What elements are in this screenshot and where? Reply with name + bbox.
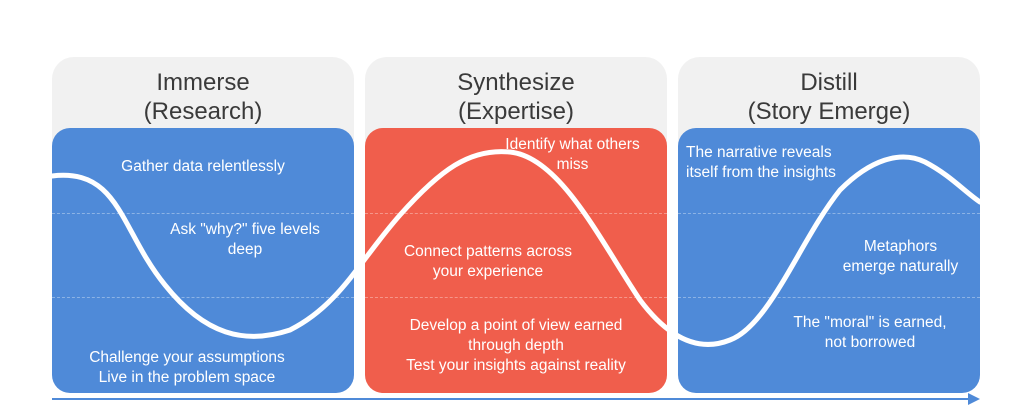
note-challenge-line: Challenge your assumptions — [89, 349, 285, 366]
grid-divider-upper — [52, 213, 354, 214]
note-metaphors-line1: Metaphors — [863, 238, 938, 255]
grid-divider-upper — [678, 213, 980, 214]
stage-panel-story — [678, 128, 980, 393]
note-metaphors-line2: emerge naturally — [842, 258, 959, 275]
stage-title-distill: Distill (Story Emerge) — [678, 68, 980, 126]
note-develop-line2: through depth — [468, 337, 564, 354]
grid-divider-lower — [365, 297, 667, 298]
note-develop-point-of-view: Develop a point of view earned through d… — [365, 316, 667, 376]
note-challenge-assumptions: Challenge your assumptions Live in the p… — [52, 348, 322, 388]
stage-title-distill-line2: (Story Emerge) — [747, 98, 911, 125]
note-ask-why: Ask "why?" five levels deep — [150, 220, 340, 260]
note-narrative-line1: The narrative reveals — [686, 144, 832, 161]
grid-divider-lower — [678, 297, 980, 298]
stage-title-distill-line1: Distill — [800, 69, 858, 96]
note-moral-line2: not borrowed — [824, 334, 916, 351]
note-moral-earned: The "moral" is earned, not borrowed — [770, 313, 970, 353]
stage-title-immerse-line2: (Research) — [143, 98, 263, 125]
stage-panel-research — [52, 128, 354, 393]
note-identify-line2: miss — [556, 156, 589, 173]
note-identify-line1: Identify what others — [505, 136, 640, 153]
stage-title-synthesize-line2: (Expertise) — [457, 98, 575, 125]
stage-title-synthesize-line1: Synthesize — [457, 69, 575, 96]
note-identify-what-others-miss: Identify what others miss — [480, 135, 665, 175]
note-test-insights: Test your insights against reality — [406, 357, 626, 374]
stage-title-immerse-line1: Immerse — [156, 69, 250, 96]
note-metaphors: Metaphors emerge naturally — [838, 237, 963, 277]
note-problem-space-line: Live in the problem space — [98, 369, 276, 386]
stage-title-immerse: Immerse (Research) — [52, 68, 354, 126]
note-ask-why-line1: Ask "why?" five levels — [170, 221, 320, 238]
timeline-arrow-icon — [968, 393, 980, 405]
progress-wave-line — [49, 149, 983, 347]
note-connect-line1: Connect patterns across — [403, 243, 572, 260]
grid-divider-lower — [52, 297, 354, 298]
note-moral-line1: The "moral" is earned, — [793, 314, 947, 331]
note-narrative-line2: itself from the insights — [686, 164, 836, 181]
grid-divider-upper — [365, 213, 667, 214]
note-develop-line1: Develop a point of view earned — [409, 317, 623, 334]
note-narrative-reveals: The narrative reveals itself from the in… — [686, 143, 836, 183]
note-ask-why-line2: deep — [227, 241, 263, 258]
note-connect-line2: your experience — [432, 263, 544, 280]
stage-title-synthesize: Synthesize (Expertise) — [365, 68, 667, 126]
note-gather-data: Gather data relentlessly — [121, 158, 285, 175]
note-connect-patterns: Connect patterns across your experience — [378, 242, 598, 282]
